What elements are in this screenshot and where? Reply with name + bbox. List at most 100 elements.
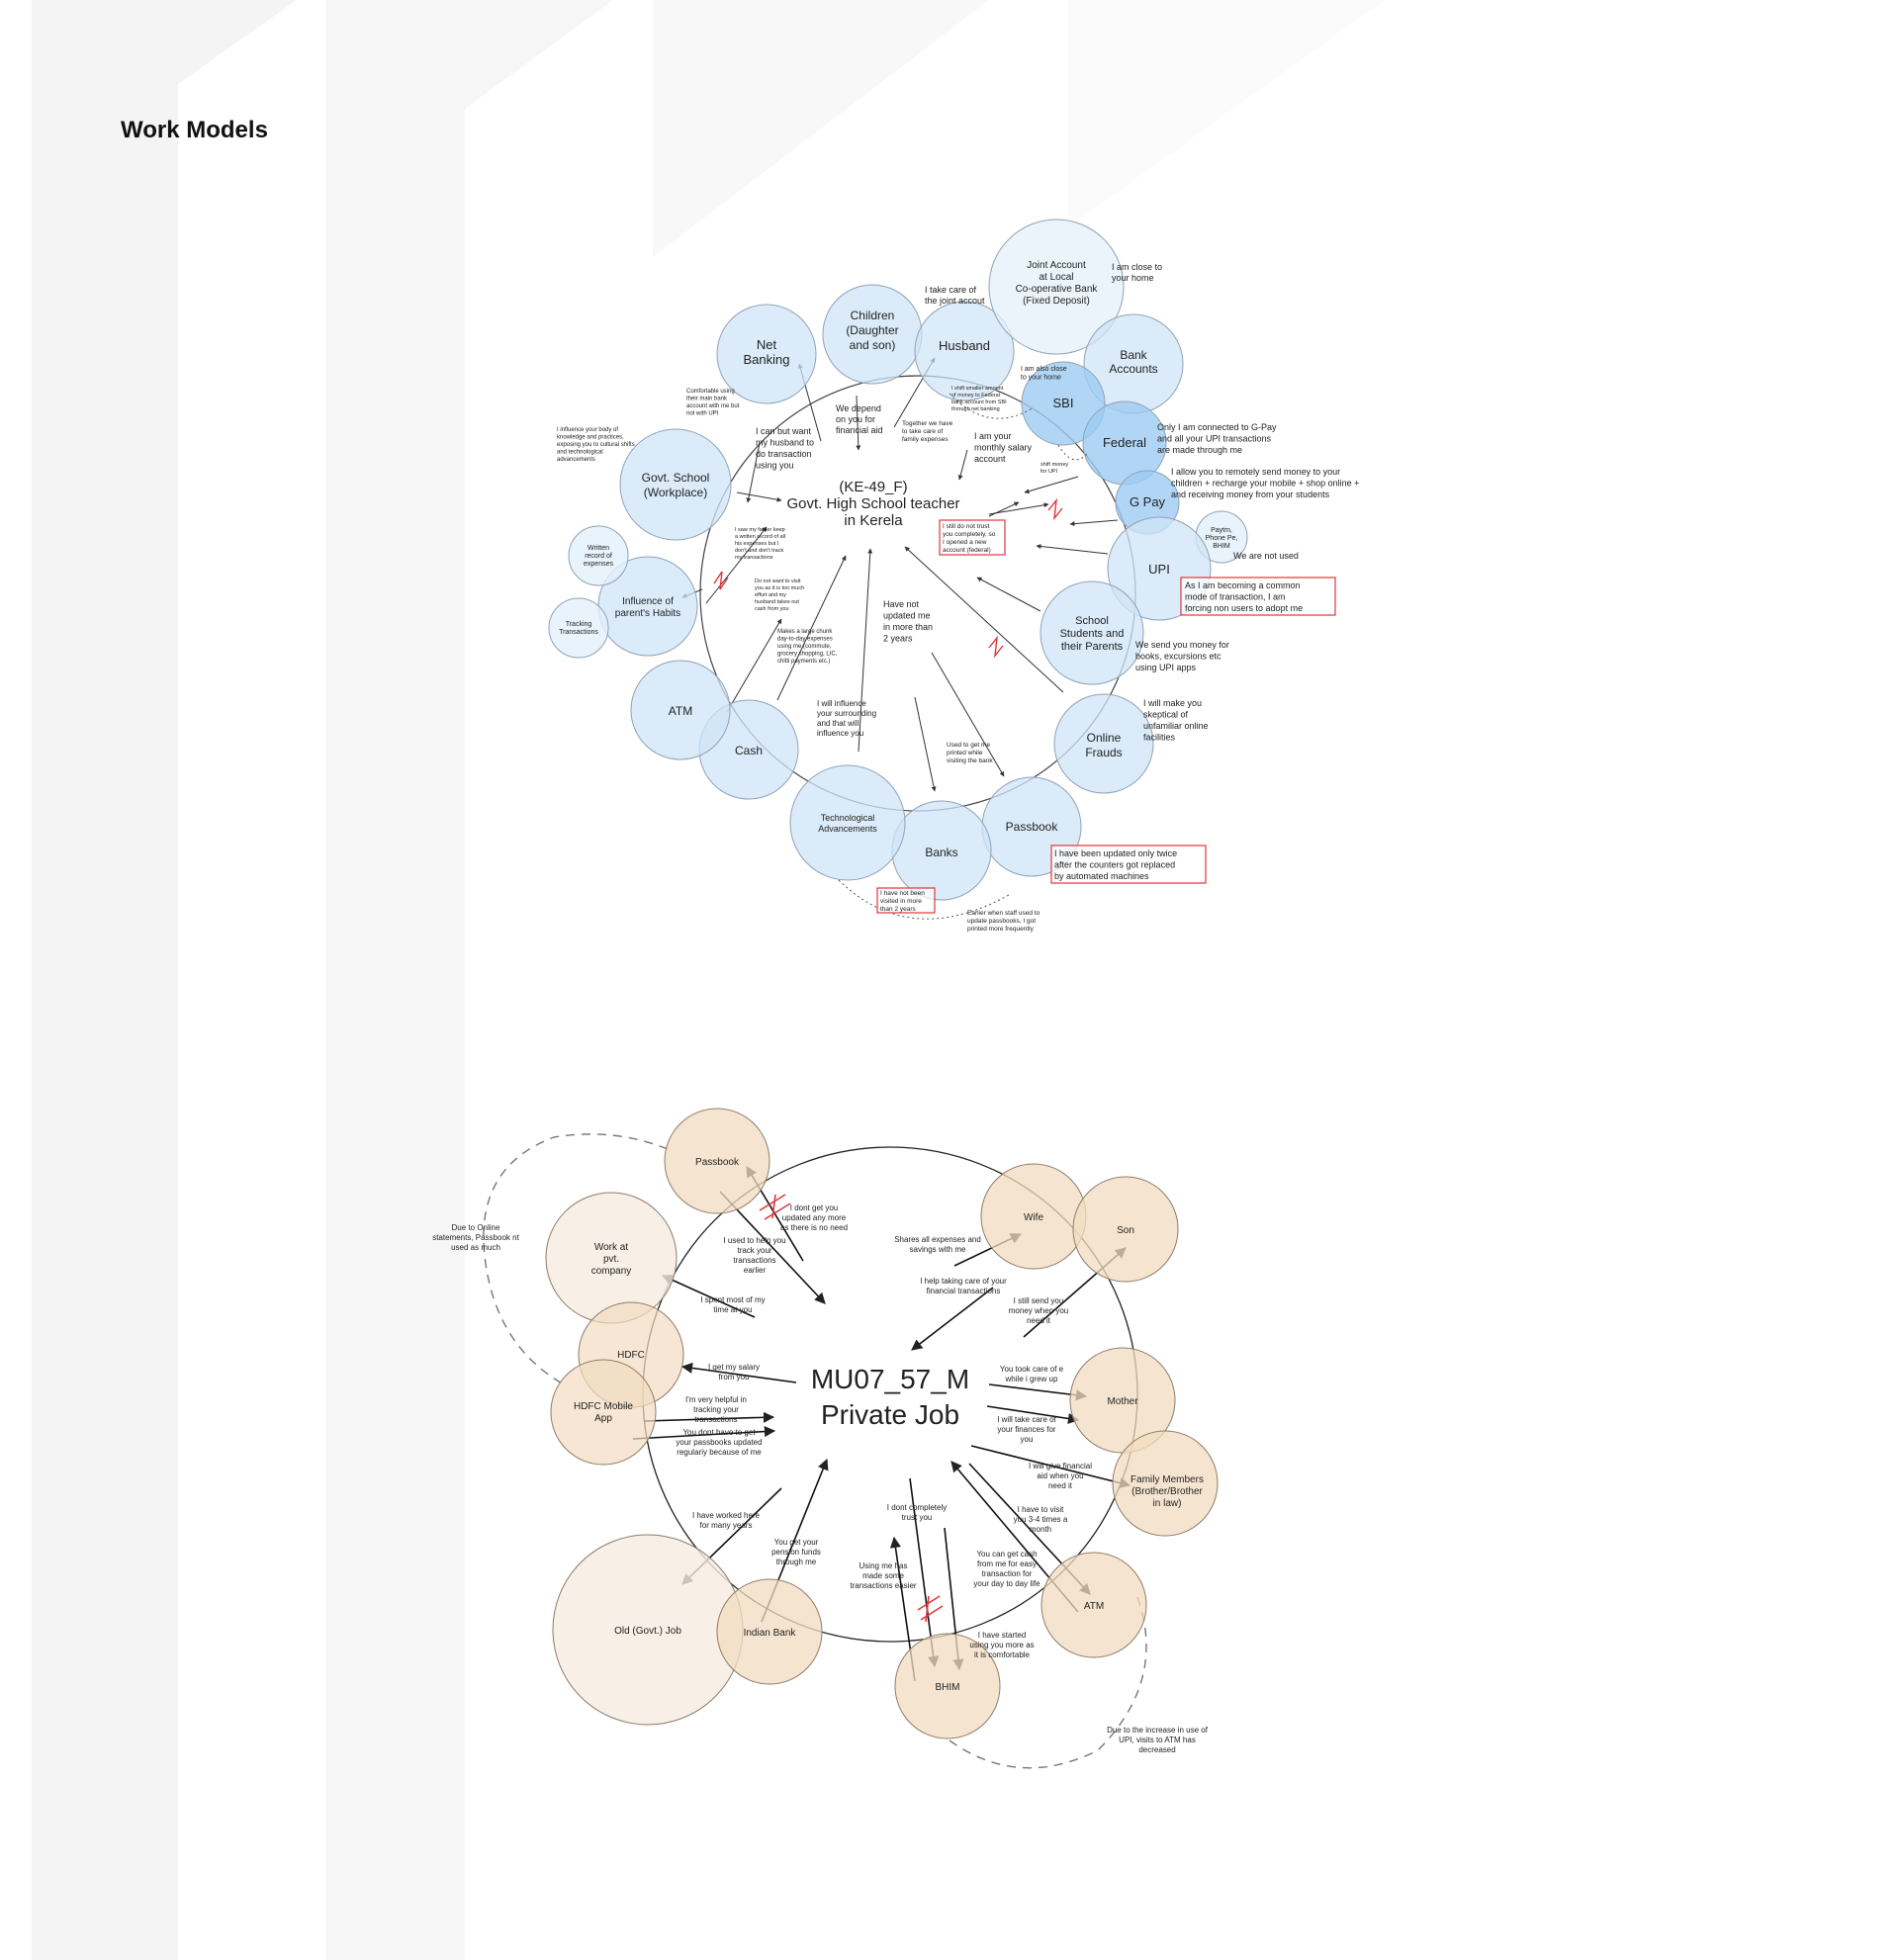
label-visit-atm-line: I have to visit [1018, 1505, 1064, 1514]
label-still-send-line: money when you [1009, 1306, 1068, 1315]
node-atm-label: ATM [669, 704, 692, 718]
label-used-to-get-line: visiting the bank [947, 757, 993, 764]
label-still-not-trust-line: you completely, so [943, 531, 996, 538]
node-work-pvt-label-line: company [591, 1266, 632, 1277]
label-do-not-visit-line: cash from you [755, 606, 789, 612]
node-banks-label: Banks [925, 846, 957, 859]
node-passbook-2 [664, 1108, 770, 1214]
label-online-statements-line: Due to Online [452, 1223, 500, 1232]
label-do-not-visit-line: Do not want to visit [755, 579, 801, 584]
label-depend-line: financial aid [836, 425, 883, 435]
node-tracking-label-line: Tracking [566, 621, 592, 628]
node-paytm-label-line: BHIM [1213, 543, 1230, 550]
node-indian-bank [716, 1578, 823, 1685]
node-net-banking-label-line: Net [757, 337, 777, 352]
label-took-care-line: You took care of e [1000, 1365, 1064, 1374]
node-influence-label-line: Influence of [622, 596, 674, 607]
label-shares-expenses-line: Shares all expenses and [894, 1235, 981, 1244]
label-influence-body-line: advancements [557, 457, 595, 463]
label-will-take-care-line: you [1021, 1435, 1034, 1444]
node-son-label-line: Son [1117, 1225, 1134, 1236]
label-dont-get-updated-line: as there is no need [780, 1223, 848, 1232]
label-earlier-staff-line: printed more frequently [967, 926, 1035, 933]
label-shares-expenses-line: savings with me [910, 1245, 966, 1254]
label-shift-money-upi-line: shift money [1040, 462, 1068, 468]
node-indian-bank-label-line: Indian Bank [744, 1628, 797, 1639]
label-atm-decreased-line: decreased [1138, 1745, 1175, 1754]
node-paytm-label-line: Phone Pe, [1206, 535, 1238, 542]
label-have-not-updated-line: in more than [883, 622, 933, 632]
node-paytm-label-line: Paytm, [1211, 527, 1232, 534]
label-do-not-visit-line: husband takes out [755, 599, 799, 605]
label-allow-remote-line: children + recharge your mobile + shop o… [1171, 479, 1359, 489]
label-send-money-line: books, excursions etc [1135, 652, 1221, 662]
label-dont-get-updated-line: I dont get you [790, 1203, 838, 1212]
label-will-influence-line: influence you [817, 729, 863, 738]
model2-dashed-loops [483, 1133, 1147, 1769]
node-family [1112, 1430, 1219, 1537]
model1-nodes [548, 219, 1248, 901]
node-cash-label-line: Cash [735, 744, 763, 757]
label-can-but-want-line: do transaction [756, 449, 812, 459]
node-son [1072, 1176, 1179, 1283]
node-influence-label-line: parent's Habits [615, 608, 680, 619]
label-monthly-salary-line: account [974, 454, 1006, 464]
label-depend-line: We depend [836, 403, 881, 413]
node-atm [630, 660, 731, 760]
node-hdfc-app-label-line: App [594, 1413, 612, 1424]
label-have-not-updated-line: updated me [883, 611, 931, 621]
label-financial-aid-line: I will give financial [1029, 1462, 1092, 1470]
node-children-label-line: and son) [850, 338, 896, 352]
model1-conflict-marks [713, 497, 1063, 659]
label-helpful-line: tracking your [693, 1405, 739, 1414]
node-joint-account-label-line: Co-operative Bank [1016, 284, 1099, 295]
label-updated-twice-line: by automated machines [1054, 871, 1149, 881]
label-take-care-joint-line: the joint accout [925, 296, 985, 306]
label-shift-smaller-line: of money to Federal [951, 393, 1000, 399]
label-do-not-visit-line: effort and my [755, 592, 786, 598]
label-comfortable-line: their main bank [686, 397, 728, 402]
label-worked-here-line: for many years [700, 1521, 753, 1530]
label-made-easier-line: transactions easier [850, 1581, 916, 1590]
node-tracking [548, 597, 609, 659]
label-skeptical-line: I will make you [1143, 698, 1202, 708]
node-bhim-label: BHIM [936, 1682, 960, 1693]
label-skeptical-line: unfamiliar online [1143, 721, 1209, 731]
node-family-label-line: (Brother/Brother [1131, 1486, 1203, 1497]
node-children-label-line: Children [851, 309, 895, 322]
node-old-job-label-line: Old (Govt.) Job [614, 1626, 681, 1637]
label-large-chunk-line: grocery shopping, LIC, [777, 652, 838, 658]
label-help-taking-care-line: financial transactions [927, 1287, 1001, 1295]
node-net-banking [716, 304, 817, 404]
node-tracking-label-line: Transactions [559, 629, 598, 636]
node-family-label-line: Family Members [1130, 1474, 1204, 1485]
node-old-job-label: Old (Govt.) Job [614, 1626, 681, 1637]
node-federal-label-line: Federal [1103, 435, 1146, 450]
label-only-connected-line: are made through me [1157, 445, 1242, 455]
label-still-send-line: need it [1027, 1316, 1051, 1325]
label-common-mode-line: As I am becoming a common [1185, 580, 1301, 590]
label-dont-have-passbook-line: your passbooks updated [676, 1438, 762, 1447]
node-bhim-label-line: BHIM [936, 1682, 960, 1693]
node-mother-label-line: Mother [1107, 1396, 1138, 1407]
node-husband [914, 301, 1015, 401]
node-online-frauds [1053, 693, 1154, 794]
label-started-using-line: using you more as [969, 1641, 1034, 1649]
label-made-easier-line: Using me has [859, 1561, 908, 1570]
node-net-banking-label-line: Banking [744, 352, 790, 367]
label-financial-aid-line: aid when you [1037, 1471, 1083, 1480]
label-will-take-care-line: your finances for [997, 1425, 1055, 1434]
